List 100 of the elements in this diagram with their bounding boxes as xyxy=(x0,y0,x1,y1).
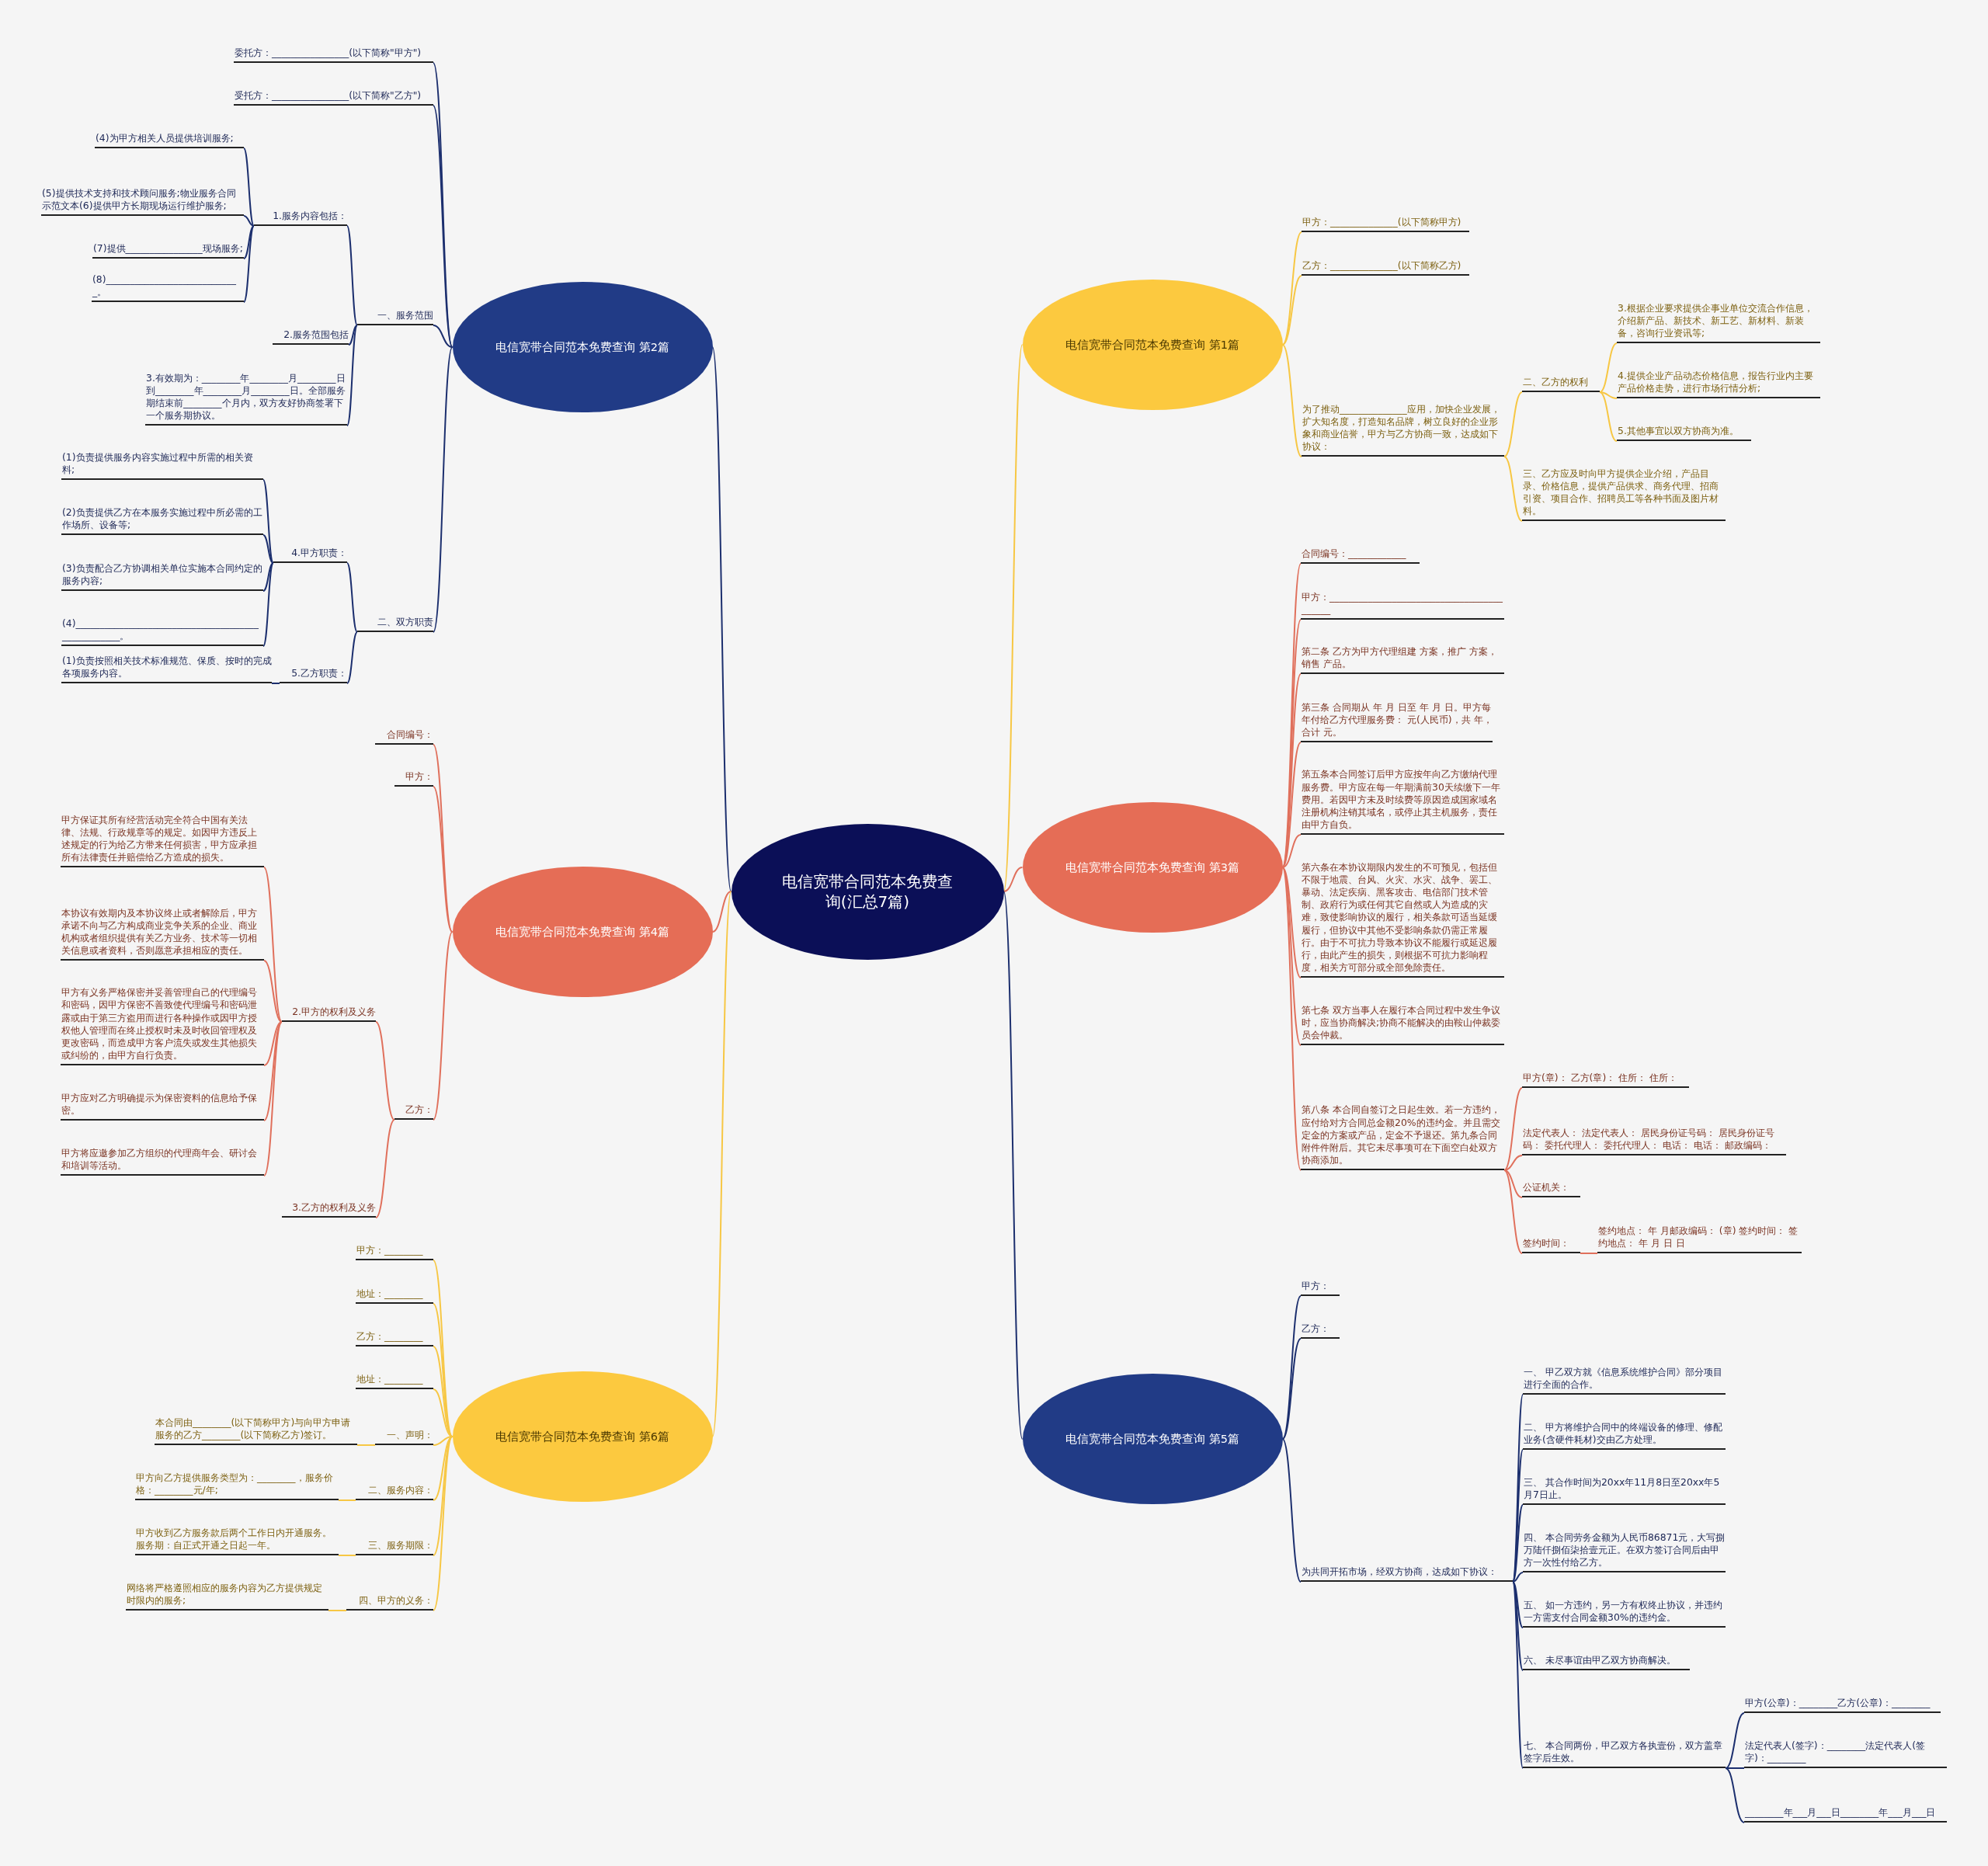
topic-text: 法定代表人(签字)：________法定代表人(签字)：________ xyxy=(1745,1739,1927,1764)
connector-line xyxy=(1512,1394,1524,1583)
topic-text: (2)负责提供乙方在本服务实施过程中所必需的工作场所、设备等; xyxy=(62,506,263,531)
underlined-topic xyxy=(273,546,347,563)
connector-line xyxy=(346,562,358,633)
underlined-topic xyxy=(273,328,349,345)
connector-line xyxy=(338,1499,356,1501)
topic-title: 电信宽带合同范本免费查询(汇总7篇) xyxy=(781,871,954,912)
connector-line xyxy=(243,215,255,227)
topic-text: 2.甲方的权利及义务 xyxy=(291,1005,376,1018)
topic-text: 2.服务范围包括 xyxy=(283,328,349,341)
connector-line xyxy=(1512,1581,1524,1628)
topic-title: 电信宽带合同范本免费查询 第2篇 xyxy=(495,339,669,355)
topic-text: 为了推动______________应用，加快企业发展，扩大知名度，打造知名品牌，树立良好的企业形象和商业信誉，甲方与乙方协商一致，达成如下协议： xyxy=(1302,402,1501,453)
topic-text: 七、 本合同两份，甲乙双方各执壹份，双方盖章签字后生效。 xyxy=(1524,1739,1723,1764)
topic-text: 四、甲方的义务： xyxy=(358,1593,433,1607)
connector-line xyxy=(262,562,274,647)
underlined-topic xyxy=(394,1103,433,1120)
underlined-topic xyxy=(280,666,347,683)
connector-line xyxy=(271,683,280,684)
connector-line xyxy=(243,225,255,303)
underlined-topic xyxy=(92,273,244,302)
connector-line xyxy=(356,1444,376,1446)
underlined-topic xyxy=(61,1091,264,1121)
underlined-topic xyxy=(1301,645,1504,674)
topic-text: 4.提供企业产品动态价格信息，报告行业内主要产品价格走势，进行市场行情分析; xyxy=(1618,369,1814,394)
underlined-topic xyxy=(1523,1475,1726,1505)
underlined-topic xyxy=(1522,1071,1689,1088)
underlined-topic xyxy=(92,242,244,259)
underlined-topic xyxy=(356,1243,433,1260)
underlined-topic xyxy=(282,1005,376,1022)
connector-line xyxy=(1503,1169,1523,1198)
connector-line xyxy=(711,891,732,933)
connector-line xyxy=(1281,344,1302,457)
underlined-topic xyxy=(234,46,433,63)
topic-text: 一、声明： xyxy=(386,1428,433,1441)
connector-line xyxy=(1281,231,1302,346)
topic-text: 第二条 乙方为甲方代理组建 方案，推广 方案，销售 产品。 xyxy=(1302,645,1498,670)
underlined-topic xyxy=(356,1329,433,1347)
connector-line xyxy=(263,867,283,1023)
topic-text: 四、 本合同劳务金额为人民币86871元，大写捌万陆仟捌佰柒拾壹元正。在双方签订合同后由甲方一次性付给乙方。 xyxy=(1524,1531,1726,1569)
topic-text: 签约地点： 年 月邮政编码： (章) 签约时间： 签约地点： 年 月 日 日 xyxy=(1598,1224,1799,1249)
topic-text: ________年___月___日________年___月___日 xyxy=(1745,1805,1937,1819)
connector-line xyxy=(1503,391,1523,457)
topic-text: 第七条 双方当事人在履行本合同过程中发生争议时，应当协商解决;协商不能解决的由鞍山仲裁委员会仲裁。 xyxy=(1302,1003,1502,1041)
underlined-topic xyxy=(375,1428,433,1445)
underlined-topic xyxy=(61,450,263,480)
topic-text: 第五条本合同签订后甲方应按年向乙方缴纳代理服务费。甲方应在每一年期满前30天续缴下一年费用。若因甲方未及时续费等原因造成国家域名注册机构注销其域名，或停止其主机服务，责任由甲方自负。 xyxy=(1302,768,1501,831)
underlined-topic xyxy=(1744,1696,1941,1713)
topic-title: 电信宽带合同范本免费查询 第6篇 xyxy=(495,1429,669,1444)
underlined-topic xyxy=(1301,1279,1340,1296)
connector-line xyxy=(1512,1581,1524,1671)
connector-line xyxy=(1512,1504,1524,1583)
underlined-topic xyxy=(61,1146,264,1176)
connector-line xyxy=(1003,891,1024,1440)
connector-line xyxy=(1512,1581,1524,1769)
underlined-topic xyxy=(41,186,244,216)
connector-line xyxy=(338,1555,356,1556)
connector-line xyxy=(1725,1767,1745,1769)
topic-text: 3.乙方的权利及义务 xyxy=(291,1201,376,1214)
topic-text: 甲方有义务严格保密并妥善管理自己的代理编号和密码，因甲方保密不善致使代理编号和密码泄露或由于第三方盗用而进行各种操作或因甲方授权他人管理而在终止授权时未及时收回管理权及更改密码，而造成甲方客户流失或发生其他损失或纠纷的，由甲方自行负责。 xyxy=(61,986,258,1062)
underlined-topic xyxy=(1617,424,1751,441)
topic-title: 电信宽带合同范本免费查询 第1篇 xyxy=(1065,337,1239,353)
connector-line xyxy=(1599,391,1618,442)
underlined-topic xyxy=(356,1287,433,1304)
topic-text: 二、双方职责 xyxy=(377,615,433,628)
topic-text: 网络将严格遵照相应的服务内容为乙方提供规定时限内的服务; xyxy=(127,1581,323,1607)
connector-line xyxy=(1003,867,1024,892)
connector-line xyxy=(1281,834,1302,868)
connector-line xyxy=(262,534,274,564)
underlined-topic xyxy=(1522,1180,1580,1197)
connector-line xyxy=(433,325,454,348)
underlined-topic xyxy=(346,1593,433,1611)
underlined-topic xyxy=(1617,369,1820,398)
connector-line xyxy=(346,631,358,684)
connector-line xyxy=(1503,456,1523,522)
topic-text: 签约时间： xyxy=(1523,1236,1570,1249)
underlined-topic xyxy=(282,1201,376,1218)
topic-text: 第六条在本协议期限内发生的不可预见，包括但不限于地震、台风、火灾、水灾、战争、罢工、暴动、法定疾病、黑客攻击、电信部门技术管制、政府行为或任何其它自然或人为造成的灾难，致使影响协议的履行，相关条款可适当延缓履行，但协议中其他不受影响条款仍需正常履行。由于不可抗力导致本协议不能履行或延迟履行，由此产生的损失，则根据不可抗力影响程度，相关方可部分或全部免除责任。 xyxy=(1302,860,1498,974)
topic-text: 甲方：______________(以下简称甲方) xyxy=(1302,215,1462,228)
connector-line xyxy=(346,325,358,426)
connector-line xyxy=(1281,1338,1302,1440)
connector-line xyxy=(1512,1572,1524,1583)
topic-text: 六、 未尽事谊由甲乙双方协商解决。 xyxy=(1524,1653,1677,1666)
underlined-topic xyxy=(1302,215,1469,232)
topic-title: 电信宽带合同范本免费查询 第4篇 xyxy=(495,924,669,940)
topic-text: 甲方： xyxy=(405,770,433,783)
topic-text: 乙方：______________(以下简称乙方) xyxy=(1302,259,1462,272)
topic-text: (4)为甲方相关人员提供培训服务; xyxy=(96,131,235,144)
underlined-topic xyxy=(1302,259,1469,276)
underlined-topic xyxy=(135,1526,339,1555)
connector-line xyxy=(1281,867,1302,978)
topic-text: 二、 甲方将维护合同中的终端设备的修理、修配业务(含硬件耗材)交由乙方处理。 xyxy=(1524,1420,1723,1446)
topic-text: 甲方：________ xyxy=(356,1243,424,1256)
topic-text: 三、 其合作时间为20xx年11月8日至20xx年5月7日止。 xyxy=(1524,1475,1721,1501)
connector-line xyxy=(1503,1169,1523,1254)
connector-line xyxy=(711,891,732,1437)
connector-line xyxy=(263,1021,283,1066)
connector-line xyxy=(375,1119,395,1218)
topic-text: 甲方应对乙方明确提示为保密资料的信息给予保密。 xyxy=(61,1091,258,1117)
